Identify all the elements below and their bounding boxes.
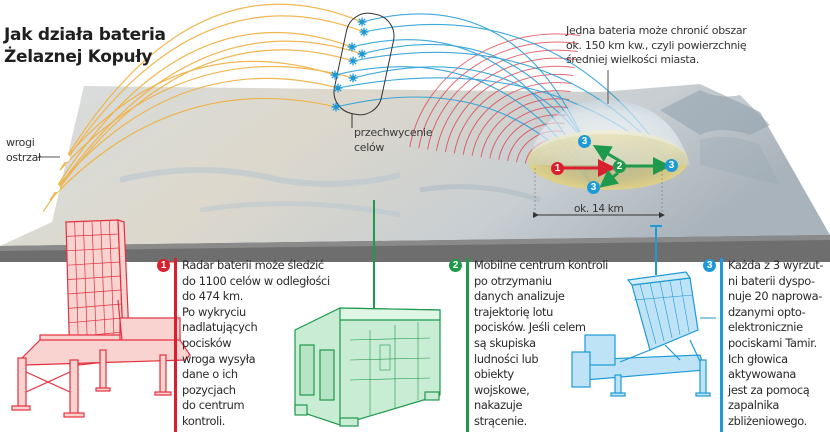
caption-line: nakazuje <box>474 398 523 413</box>
caption-line: kontroli. <box>182 413 226 428</box>
radar-wave <box>418 41 579 149</box>
enemy-trajectory <box>59 15 365 171</box>
caption-line: wroga wysyła <box>182 351 256 366</box>
launch-puffs <box>37 154 70 219</box>
control-to-launcher-arrow-north <box>592 144 621 163</box>
caption-line: Ich głowica <box>728 351 788 366</box>
caption-line: strącenie. <box>474 413 527 428</box>
caption-line: danych analizuje <box>474 289 565 304</box>
radar-wave <box>489 106 568 159</box>
caption-line: po otrzymaniu <box>474 273 552 288</box>
caption-line: pozycjach <box>182 382 236 397</box>
enemy-trajectory <box>65 60 336 159</box>
caption-line: dane o ich <box>182 367 238 382</box>
radar-wave <box>436 57 577 151</box>
caption-line: aktywowana <box>728 367 797 382</box>
map-marker-launcher-east: 3 <box>665 159 678 172</box>
interceptor-trajectory <box>361 13 585 142</box>
launcher-number-badge: 3 <box>703 259 716 272</box>
coverage-annotation: Jedna bateria może chronić obszar ok. 15… <box>566 24 747 68</box>
map-marker-radar: 1 <box>551 162 564 175</box>
radar-wave <box>471 90 571 156</box>
enemy-fire-label: wrogi ostrzał <box>6 136 41 165</box>
launcher-caption: 3 Każda z 3 wyrzut- ni baterii dyspo- nu… <box>703 258 824 432</box>
launcher-caption-bar <box>720 258 723 432</box>
interception-zone <box>333 12 395 128</box>
caption-line: trajektorię lotu <box>474 304 554 319</box>
enemy-trajectory <box>55 77 339 189</box>
caption-line: ni baterii dyspo- <box>728 273 815 288</box>
interception-bursts <box>330 17 369 112</box>
interception-burst <box>330 70 340 80</box>
radar-wave <box>409 33 581 148</box>
radar-wave <box>498 114 567 160</box>
map-marker-launcher-north: 3 <box>578 135 591 148</box>
control-number-badge: 2 <box>449 259 462 272</box>
caption-line: pocisków. Jeśli celem <box>474 320 586 335</box>
map-marker-control: 2 <box>613 160 626 173</box>
enemy-trajectory <box>49 97 337 201</box>
radar-unit-illustration <box>11 219 191 418</box>
enemy-trajectories <box>40 3 365 216</box>
caption-line: nuje 20 naprowa- <box>728 289 822 304</box>
distance-label: ok. 14 km <box>574 203 624 215</box>
caption-line: jest za pomocą <box>728 382 810 397</box>
caption-line: Mobilne centrum kontroli <box>474 258 608 272</box>
interception-burst <box>347 42 357 52</box>
interception-burst <box>348 73 358 83</box>
enemy-trajectory <box>65 3 363 159</box>
battery-network <box>533 144 671 218</box>
caption-line: są skupiska <box>474 335 536 350</box>
caption-line: wojskowe, <box>474 382 530 397</box>
control-to-launcher-arrow-south <box>599 169 619 188</box>
caption-line: ludności lub <box>474 351 539 366</box>
interception-burst <box>331 102 341 112</box>
caption-line: pocisków <box>182 335 232 350</box>
control-caption-bar <box>466 258 469 432</box>
caption-line: Radar baterii może śledzić <box>182 258 324 272</box>
enemy-fire-line: wrogi <box>6 136 35 149</box>
caption-line: Po wykryciu <box>182 304 246 319</box>
coverage-line: ok. 150 km kw., czyli powierzchnię <box>566 38 747 52</box>
launcher-illustration <box>571 271 711 397</box>
caption-line: do 1100 celów w odległości <box>182 273 330 288</box>
interception-burst <box>359 27 369 37</box>
caption-line: zapalnika <box>728 398 779 413</box>
caption-line: pociskami Tamir. <box>728 335 817 350</box>
enemy-trajectory <box>59 65 354 171</box>
interception-burst <box>348 56 358 66</box>
caption-line: obiekty <box>474 367 514 382</box>
caption-line: elektronicznie <box>728 320 803 335</box>
interception-line: celów <box>354 140 385 154</box>
title-line-1: Jak działa bateria <box>4 25 166 45</box>
title-line-2: Żelaznej Kopuły <box>4 47 153 67</box>
interception-burst <box>357 17 367 27</box>
radar-caption: 1 Radar baterii może śledzić do 1100 cel… <box>157 258 330 432</box>
coverage-line: średniej wielkości miasta. <box>566 53 700 66</box>
map-marker-launcher-south: 3 <box>587 181 600 194</box>
caption-line: zbliżeniowego. <box>728 413 807 428</box>
control-center-illustration <box>294 307 441 427</box>
radar-caption-bar <box>174 258 177 432</box>
radar-wave <box>462 82 572 155</box>
enemy-trajectory <box>55 31 353 189</box>
interception-burst <box>333 83 343 93</box>
radar-number-badge: 1 <box>157 259 170 272</box>
enemy-trajectory <box>49 40 363 201</box>
enemy-fire-line: ostrzał <box>6 150 41 164</box>
interception-line: przechwycenie <box>354 126 433 139</box>
caption-line: dzanymi opto- <box>728 304 806 319</box>
interception-label: przechwycenie celów <box>354 126 433 155</box>
control-center-caption: 2 Mobilne centrum kontroli po otrzymaniu… <box>449 258 608 432</box>
coverage-line: Jedna bateria może chronić obszar <box>566 24 747 37</box>
caption-line: nadlatujących <box>182 320 258 335</box>
caption-line: Każda z 3 wyrzut- <box>728 258 824 272</box>
caption-line: do centrum <box>182 398 245 413</box>
page-title: Jak działa bateria Żelaznej Kopuły <box>4 24 166 68</box>
interception-burst <box>357 49 367 59</box>
caption-line: do 474 km. <box>182 289 243 304</box>
